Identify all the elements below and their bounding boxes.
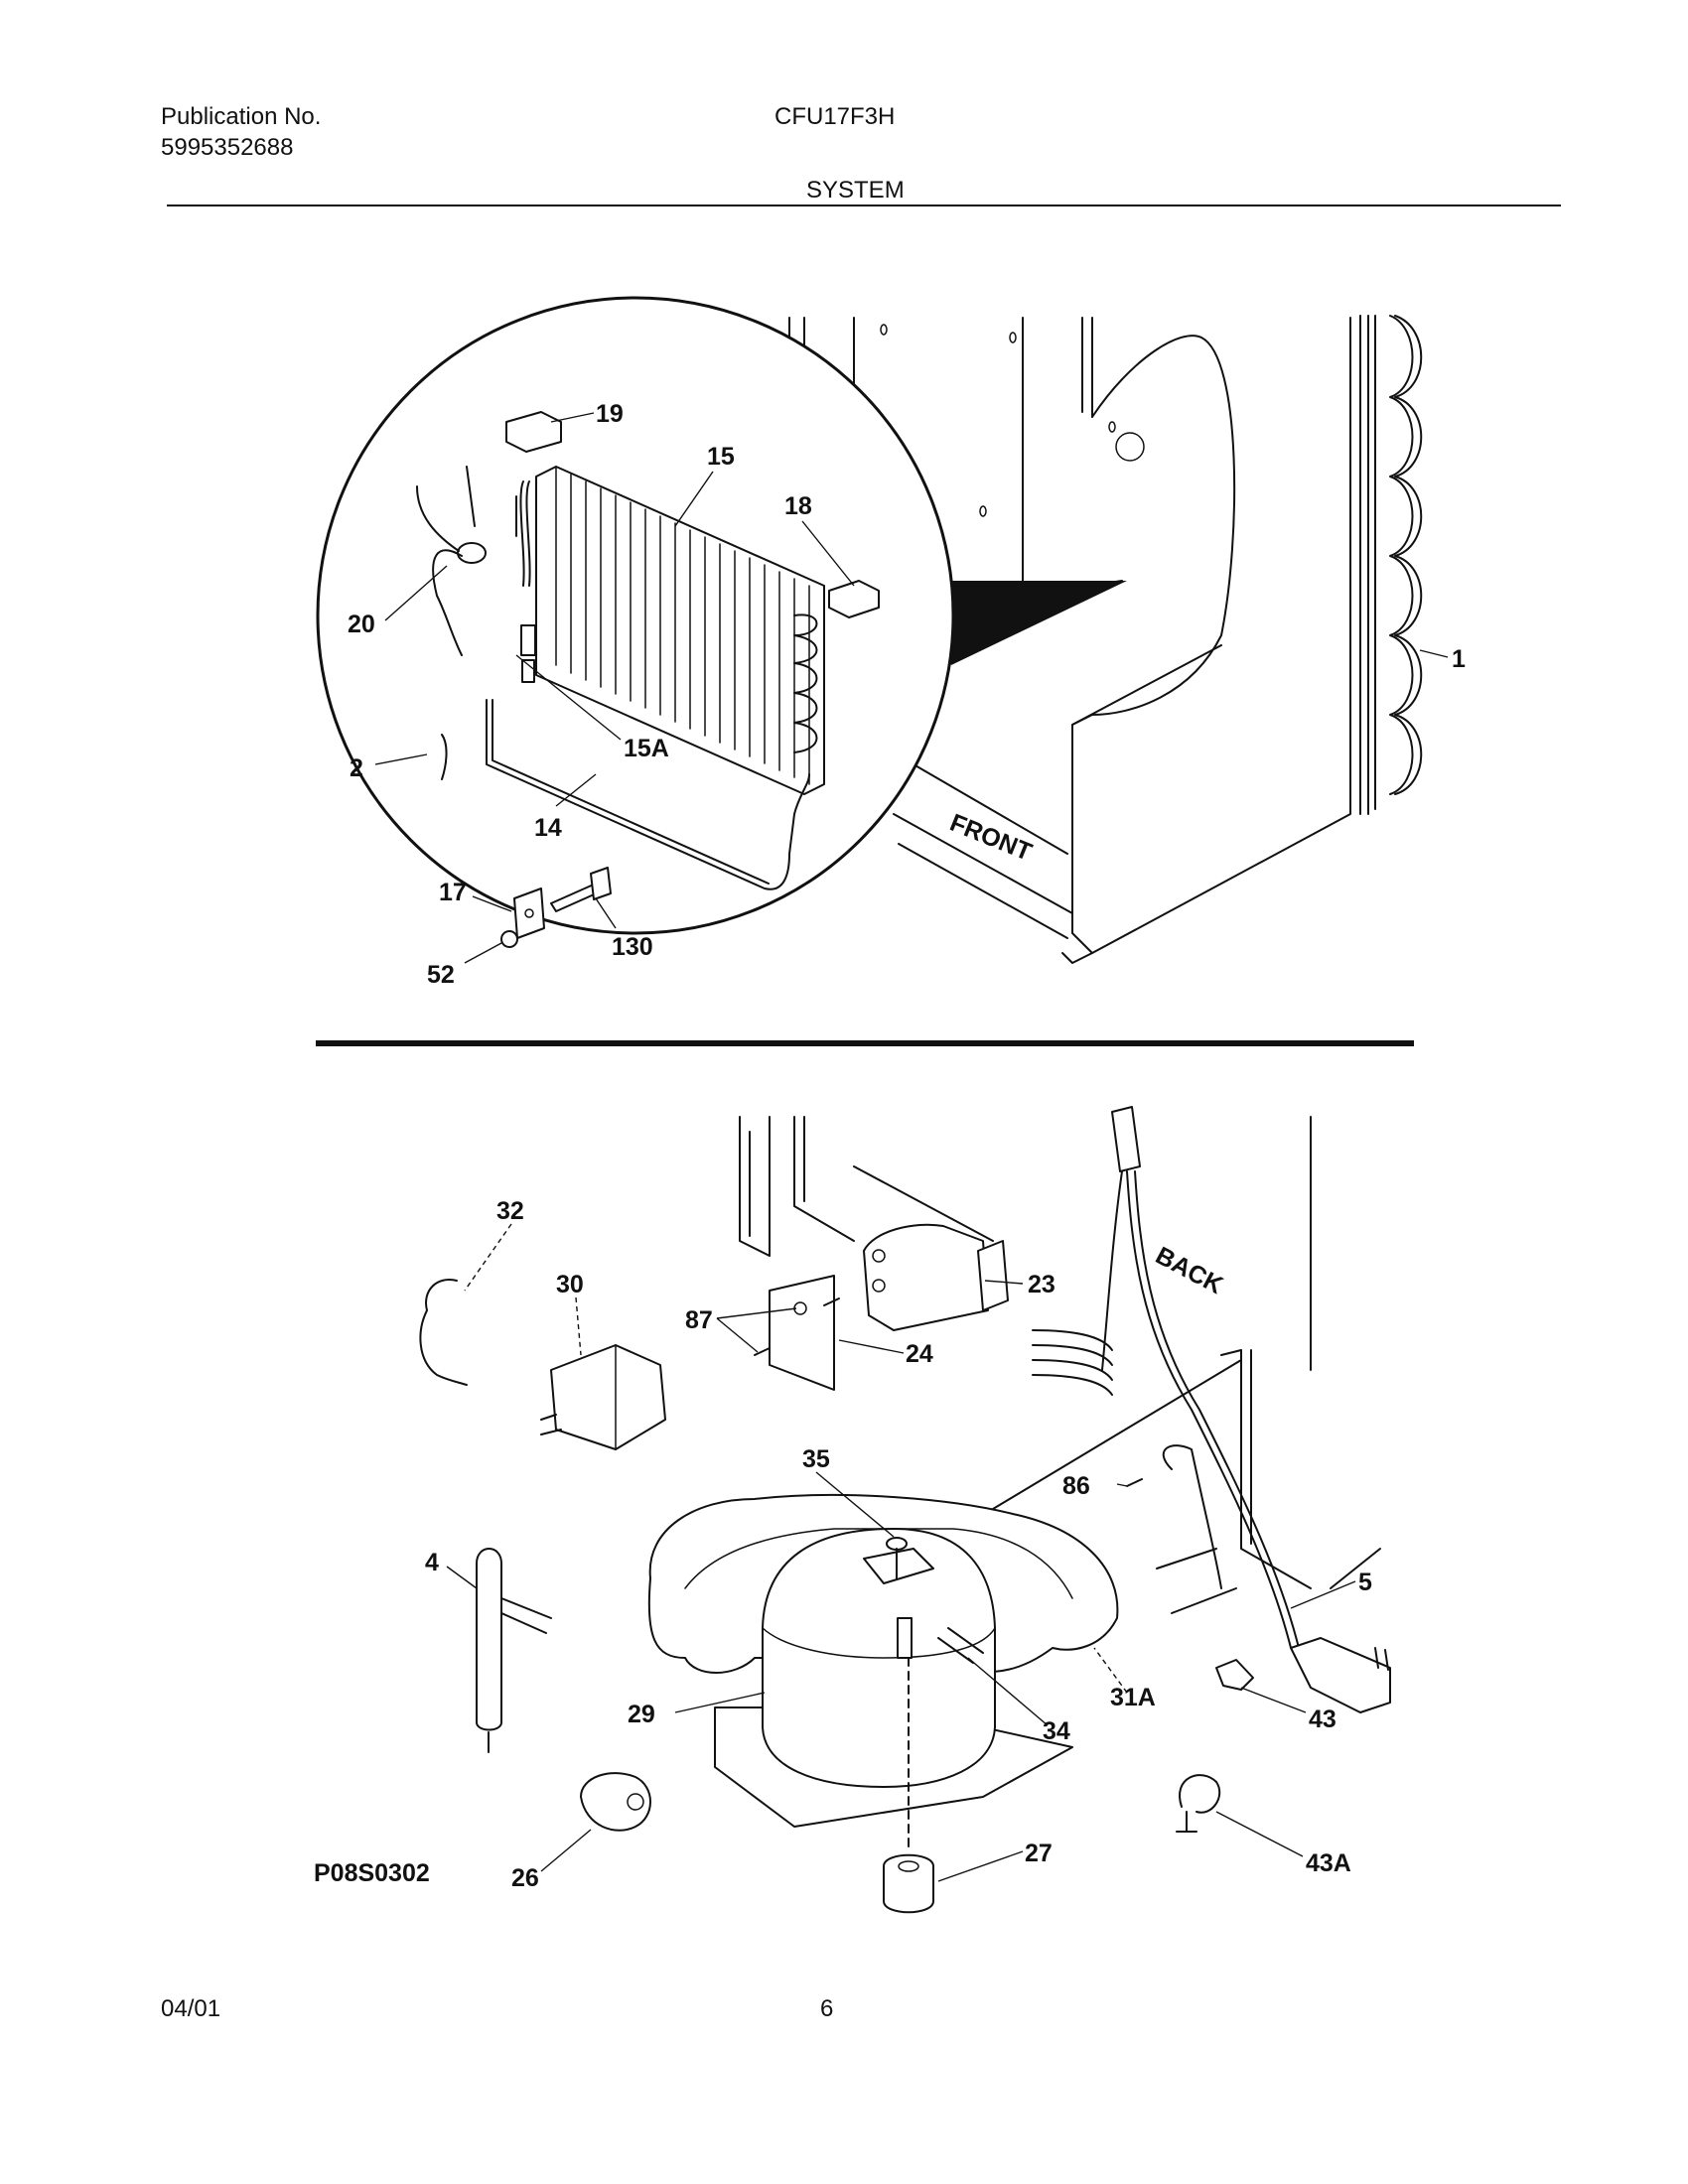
label-43A: 43A xyxy=(1306,1849,1351,1877)
footer-date: 04/01 xyxy=(161,1995,221,2022)
part-2-drawing xyxy=(441,734,448,780)
figure-code: P08S0302 xyxy=(314,1859,430,1887)
part-24-drawing xyxy=(769,1275,835,1391)
label-back: BACK xyxy=(1151,1242,1227,1300)
bottom-leader-lines xyxy=(446,1223,1356,1882)
evaporator-drawing xyxy=(515,466,825,795)
label-32: 32 xyxy=(496,1197,524,1225)
part-35-drawing xyxy=(886,1537,908,1579)
label-20: 20 xyxy=(348,611,375,638)
page-number: 6 xyxy=(820,1995,834,2022)
condenser-coil-drawing xyxy=(1359,315,1423,815)
part-29-drawing xyxy=(714,1528,1073,1847)
part-26-drawing xyxy=(580,1772,651,1832)
label-19: 19 xyxy=(596,400,624,428)
part-23-drawing xyxy=(863,1223,1009,1331)
part-14-drawing xyxy=(486,699,810,890)
label-35: 35 xyxy=(802,1445,830,1473)
part-43A-drawing xyxy=(1176,1774,1221,1833)
label-15: 15 xyxy=(707,443,735,471)
publication-number: 5995352688 xyxy=(161,134,294,161)
top-leader-lines xyxy=(374,412,1449,964)
cabinet-back-drawing xyxy=(739,1116,1381,1589)
label-1: 1 xyxy=(1452,645,1466,673)
part-86-drawing xyxy=(1126,1478,1143,1487)
label-5: 5 xyxy=(1358,1569,1372,1596)
label-43: 43 xyxy=(1309,1706,1336,1733)
label-87: 87 xyxy=(685,1306,713,1334)
label-15A: 15A xyxy=(624,735,669,762)
label-4: 4 xyxy=(425,1549,439,1576)
part-19-drawing xyxy=(505,411,562,453)
label-30: 30 xyxy=(556,1271,584,1298)
part-20-drawing xyxy=(416,466,487,656)
label-130: 130 xyxy=(612,933,653,961)
model-number: CFU17F3H xyxy=(774,103,896,130)
label-29: 29 xyxy=(628,1701,655,1728)
label-34: 34 xyxy=(1043,1717,1070,1745)
label-24: 24 xyxy=(906,1340,933,1368)
part-18-drawing xyxy=(828,580,880,618)
label-86: 86 xyxy=(1062,1472,1090,1500)
part-4-drawing xyxy=(476,1548,552,1753)
part-52-drawing xyxy=(500,930,518,948)
part-43-drawing xyxy=(1215,1659,1254,1691)
label-26: 26 xyxy=(511,1864,539,1892)
magnifier-pointer xyxy=(909,581,1127,665)
part-130-drawing xyxy=(550,867,612,912)
label-18: 18 xyxy=(784,492,812,520)
part-17-drawing xyxy=(513,887,545,939)
label-2: 2 xyxy=(350,754,363,782)
part-15A-drawing xyxy=(520,624,536,683)
power-cord-drawing xyxy=(1032,1106,1391,1713)
label-23: 23 xyxy=(1028,1271,1055,1298)
label-27: 27 xyxy=(1025,1840,1053,1867)
part-30-drawing xyxy=(540,1344,666,1450)
label-31A: 31A xyxy=(1110,1684,1156,1711)
label-52: 52 xyxy=(427,961,455,989)
part-27-drawing xyxy=(883,1853,934,1914)
label-17: 17 xyxy=(439,879,467,906)
section-divider xyxy=(316,1040,1414,1046)
header-divider xyxy=(167,205,1561,206)
label-14: 14 xyxy=(534,814,562,842)
publication-label: Publication No. xyxy=(161,103,322,130)
part-32-drawing xyxy=(419,1279,468,1386)
label-front: FRONT xyxy=(946,809,1036,867)
section-title: SYSTEM xyxy=(806,177,905,204)
